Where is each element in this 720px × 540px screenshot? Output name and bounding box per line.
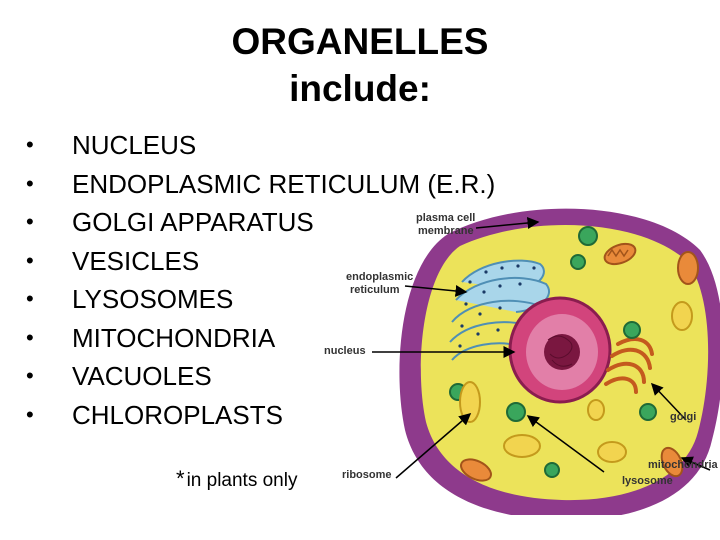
list-item-label: MITOCHONDRIA bbox=[72, 322, 276, 353]
bullet-icon: • bbox=[26, 209, 34, 234]
bullet-icon: • bbox=[26, 286, 34, 311]
asterisk-icon: * bbox=[176, 466, 185, 491]
label-membrane: membrane bbox=[418, 225, 474, 237]
list-item: • VESICLES bbox=[26, 242, 495, 281]
list-item: • GOLGI APPARATUS bbox=[26, 203, 495, 242]
organelle-list: • NUCLEUS • ENDOPLASMIC RETICULUM (E.R.) •… bbox=[26, 126, 495, 434]
label-plasma-cell: plasma cell bbox=[416, 212, 475, 224]
footnote-text: in plants only bbox=[186, 470, 298, 491]
list-item: • MITOCHONDRIA bbox=[26, 319, 495, 358]
label-mitochondria: mitochondria bbox=[648, 459, 719, 471]
slide-title: ORGANELLES include: bbox=[0, 18, 720, 112]
bullet-icon: • bbox=[26, 132, 34, 157]
list-item: • VACUOLES bbox=[26, 357, 495, 396]
list-item-label: ENDOPLASMIC RETICULUM (E.R.) bbox=[72, 168, 496, 199]
list-item-label: GOLGI APPARATUS bbox=[72, 207, 314, 237]
title-line-2: include: bbox=[289, 68, 431, 109]
list-item-label: CHLOROPLASTS bbox=[72, 399, 283, 430]
ribosome-dots bbox=[458, 264, 536, 348]
bullet-icon: • bbox=[26, 401, 34, 427]
list-item-label: VACUOLES bbox=[72, 361, 212, 391]
list-item: • ENDOPLASMIC RETICULUM (E.R.) bbox=[26, 165, 495, 204]
list-item-label: NUCLEUS bbox=[72, 130, 197, 160]
nucleus bbox=[508, 296, 612, 404]
bullet-icon: • bbox=[26, 247, 34, 273]
label-lysosome: lysosome bbox=[622, 475, 673, 487]
label-nucleus: nucleus bbox=[324, 345, 366, 357]
label-reticulum: reticulum bbox=[350, 284, 400, 296]
list-item: • LYSOSOMES bbox=[26, 280, 495, 319]
list-item: • CHLOROPLASTS bbox=[26, 396, 495, 435]
bullet-icon: • bbox=[26, 324, 34, 350]
label-endoplasmic: endoplasmic bbox=[346, 271, 413, 283]
bullet-icon: • bbox=[26, 170, 34, 196]
title-line-1: ORGANELLES bbox=[231, 21, 489, 62]
label-ribosome: ribosome bbox=[342, 469, 392, 481]
list-item-label: VESICLES bbox=[72, 245, 200, 276]
list-item-label: LYSOSOMES bbox=[72, 284, 234, 314]
leader-lines bbox=[372, 217, 711, 479]
golgi-apparatus bbox=[604, 337, 654, 394]
list-item: • NUCLEUS bbox=[26, 126, 495, 165]
plants-only-footnote: *in plants only bbox=[176, 466, 297, 492]
vacuoles bbox=[459, 301, 693, 463]
bullet-icon: • bbox=[26, 363, 34, 388]
mitochondria bbox=[460, 242, 699, 482]
label-golgi: golgi bbox=[670, 411, 696, 423]
cell-diagram: plasma cell membrane endoplasmic reticul… bbox=[324, 208, 720, 515]
